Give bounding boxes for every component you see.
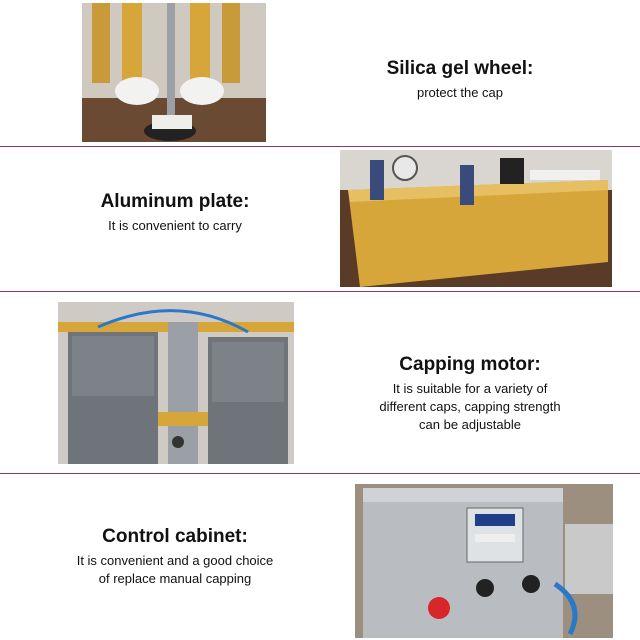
silica-gel-wheel-photo [82,3,266,142]
section-divider [0,146,640,147]
capping-motor-desc-line: can be adjustable [419,417,521,432]
feature-capping-motor: Capping motor: It is suitable for a vari… [0,292,640,472]
capping-motor-heading: Capping motor: [399,354,541,375]
capping-motor-caption: Capping motor: It is suitable for a vari… [350,354,590,434]
control-cabinet-desc-line: It is convenient and a good choice [76,553,274,568]
feature-aluminum-plate: Aluminum plate: It is convenient to carr… [0,147,640,290]
capping-motor-photo [58,302,294,464]
section-divider [0,473,640,474]
section-divider [0,291,640,292]
silica-gel-wheel-desc-line: protect the cap [417,85,503,100]
silica-gel-wheel-heading: Silica gel wheel: [386,58,534,79]
aluminum-plate-desc-line: It is convenient to carry [108,218,242,233]
aluminum-plate-caption: Aluminum plate: It is convenient to carr… [60,191,290,235]
capping-motor-desc-line: different caps, capping strength [379,399,561,414]
feature-control-cabinet: Control cabinet: It is convenient and a … [0,474,640,640]
control-cabinet-illustration [355,484,613,638]
control-cabinet-photo [355,484,613,638]
silica-gel-wheel-illustration [82,3,266,142]
control-cabinet-desc-line: of replace manual capping [98,571,252,586]
aluminum-plate-photo [340,150,612,287]
control-cabinet-caption: Control cabinet: It is convenient and a … [40,526,310,588]
control-cabinet-heading: Control cabinet: [102,526,248,547]
control-cabinet-desc: It is convenient and a good choice of re… [40,552,310,588]
capping-motor-illustration [58,302,294,464]
aluminum-plate-heading: Aluminum plate: [100,191,250,212]
feature-silica-gel-wheel: Silica gel wheel: protect the cap [0,0,640,146]
silica-gel-wheel-caption: Silica gel wheel: protect the cap [340,58,580,102]
capping-motor-desc-line: It is suitable for a variety of [392,381,548,396]
capping-motor-desc: It is suitable for a variety of differen… [350,380,590,434]
aluminum-plate-illustration [340,150,612,287]
